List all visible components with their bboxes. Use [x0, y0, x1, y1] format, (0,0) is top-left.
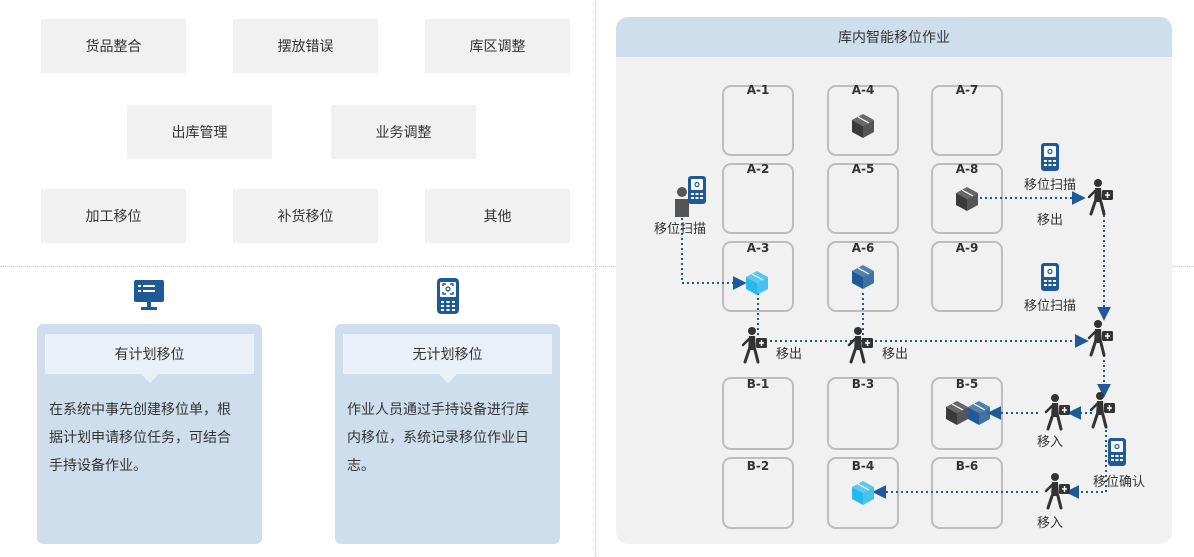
unplanned-move-description: 作业人员通过手持设备进行库 内移位，系统记录移位作业日 志。: [347, 396, 552, 480]
handheld-scanner-icon: [1107, 437, 1127, 467]
move-out-label: 移出: [882, 347, 908, 362]
scan-label: 移位扫描: [1024, 178, 1076, 193]
handheld-scanner-icon: [687, 175, 707, 205]
description-line: 据计划申请移位任务，可结合: [49, 430, 231, 446]
scan-label: 移位扫描: [654, 222, 706, 237]
carrying-worker-icon: [1044, 392, 1072, 431]
carrying-worker-icon: [1087, 177, 1115, 216]
move-in-label: 移入: [1037, 516, 1063, 531]
carrying-worker-icon: [1089, 390, 1117, 429]
scan-label: 移位扫描: [1024, 299, 1076, 314]
move-out-label: 移出: [1037, 213, 1063, 228]
description-line: 在系统中事先创建移位单，根: [49, 402, 231, 418]
flow-arrows: [681, 191, 1111, 499]
move-out-label: 移出: [776, 347, 802, 362]
box-icon: [745, 270, 769, 296]
panel-notch: [141, 374, 159, 383]
carrying-worker-icon: [741, 325, 769, 364]
bin-label: B-5: [956, 377, 978, 391]
description-line: 手持设备作业。: [49, 458, 147, 474]
bin-label: A-2: [747, 162, 770, 176]
move-type-box: 其他: [425, 189, 570, 243]
description-line: 志。: [347, 458, 375, 474]
bin-label: B-3: [852, 377, 874, 391]
bin-b-2: B-2: [722, 457, 794, 529]
bin-a-4: A-4: [827, 83, 899, 156]
unplanned-move-panel: 无计划移位 作业人员通过手持设备进行库 内移位，系统记录移位作业日 志。: [335, 324, 560, 544]
arrow-to-b4-worker: [1065, 430, 1107, 499]
handheld-scanner-icon: [1040, 262, 1060, 292]
scanner-operator: [675, 175, 707, 217]
box-icon: [851, 264, 875, 290]
bin-a-7: A-7: [931, 83, 1003, 156]
planned-move-title: 有计划移位: [45, 334, 254, 374]
monitor-icon: [133, 279, 165, 315]
move-in-label: 移入: [1037, 435, 1063, 450]
panel-notch: [439, 374, 457, 383]
planned-move-description: 在系统中事先创建移位单，根 据计划申请移位任务，可结合 手持设备作业。: [49, 396, 254, 480]
arrow-move-out-row: [757, 293, 1089, 348]
carrying-worker-icon: [1087, 318, 1115, 357]
bin-a-1: A-1: [722, 83, 794, 156]
handheld-scanner-icon: [436, 277, 460, 319]
bin-label: A-1: [747, 83, 770, 97]
bin-a-3: A-3: [722, 241, 794, 312]
move-type-box: 业务调整: [331, 105, 476, 159]
box-icon: [967, 400, 991, 426]
box-icon: [945, 400, 969, 426]
bin-label: A-7: [956, 83, 979, 97]
bin-b-1: B-1: [722, 377, 794, 450]
bin-label: B-6: [956, 459, 978, 473]
bin-a-2: A-2: [722, 162, 794, 234]
move-type-box: 加工移位: [41, 189, 186, 243]
bin-label: A-6: [852, 241, 875, 255]
move-type-box: 补货移位: [233, 189, 378, 243]
planned-move-panel: 有计划移位 在系统中事先创建移位单，根 据计划申请移位任务，可结合 手持设备作业…: [37, 324, 262, 544]
warehouse-panel: [616, 17, 1172, 544]
horizontal-divider: [0, 266, 1194, 267]
bin-label: A-8: [956, 162, 979, 176]
confirm-label: 移位确认: [1093, 475, 1145, 490]
bin-a-9: A-9: [931, 241, 1003, 312]
vertical-divider: [595, 0, 596, 557]
move-type-box: 货品整合: [41, 19, 186, 73]
description-line: 作业人员通过手持设备进行库: [347, 402, 529, 418]
bin-label: B-2: [747, 459, 769, 473]
bin-label: A-3: [747, 241, 770, 255]
box-icon: [955, 186, 979, 212]
carrying-worker-icon: [1044, 471, 1072, 510]
bin-b-3: B-3: [827, 377, 899, 450]
bin-label: A-9: [956, 241, 979, 255]
box-icon: [851, 113, 875, 139]
box-icon: [851, 480, 875, 506]
handheld-scanner-icon: [1040, 142, 1060, 172]
bin-label: B-1: [747, 377, 769, 391]
bin-label: A-5: [852, 162, 875, 176]
bin-label: B-4: [852, 459, 874, 473]
carrying-worker-icon: [847, 325, 875, 364]
move-type-box: 出库管理: [127, 105, 272, 159]
move-type-box: 摆放错误: [233, 19, 378, 73]
arrow-scan-to-a3: [681, 218, 747, 290]
bin-a-6: A-6: [827, 241, 899, 312]
move-type-box: 库区调整: [425, 19, 570, 73]
unplanned-move-title: 无计划移位: [343, 334, 552, 374]
description-line: 内移位，系统记录移位作业日: [347, 430, 529, 446]
bin-label: A-4: [852, 83, 875, 97]
bin-a-5: A-5: [827, 162, 899, 234]
warehouse-title: 库内智能移位作业: [616, 17, 1172, 57]
